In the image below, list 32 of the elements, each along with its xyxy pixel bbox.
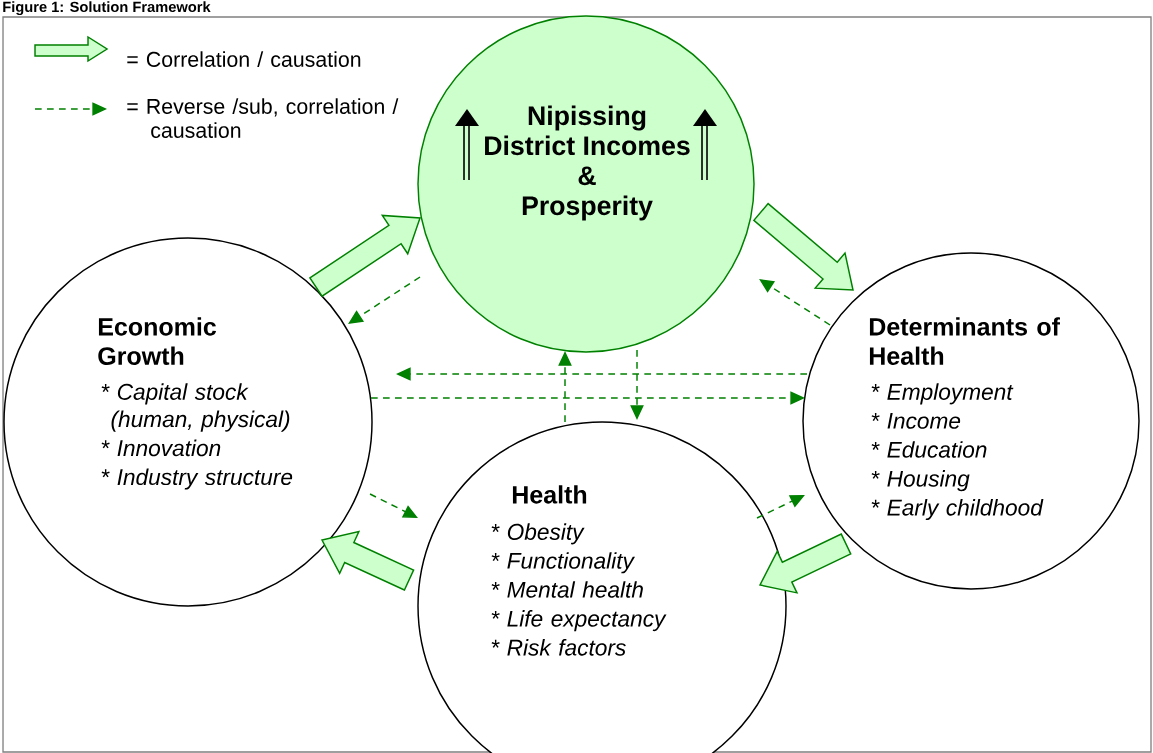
bullet-item: * Housing [871,470,970,492]
bullet-item: * Education [871,441,987,458]
circle-title: Nipissing District Incomes & Prosperity [485,105,690,221]
bullet-item: * Capital stock (human, physical) [101,383,290,432]
bullet-item: * Functionality [491,552,635,574]
up-arrow-symbol [455,109,479,181]
circle-title: Economic Growth [98,317,216,365]
legend-text: = Correlation / causation [127,51,361,67]
bullet-item: * Innovation [101,439,221,457]
circle-node [417,421,787,753]
bullet-item: * Employment [871,383,1014,405]
circle-title: Health [512,485,587,504]
up-arrow-symbol [693,109,717,181]
bullet-item: * Risk factors [491,639,626,656]
figure-title: Figure 1: Solution Framework [3,1,211,15]
dashed-arrow [348,276,421,324]
bullet-item: * Obesity [491,523,585,545]
block-arrow [758,533,852,594]
legend-text: = Reverse /sub, correlation / causation [127,98,399,138]
circle-node [417,15,755,353]
bullet-item: * Life expectancy [491,610,667,632]
dashed-arrow [759,279,831,326]
bullet-item: * Income [871,413,961,429]
block-arrow [320,530,415,591]
bullet-item: * Industry structure [101,468,293,490]
bullet-item: * Early childhood [871,499,1044,521]
circle-title: Determinants of Health [869,317,1060,365]
dashed-arrow [369,493,418,518]
dashed-arrow [756,495,805,519]
circle-node [802,252,1140,590]
bullet-item: * Mental health [491,581,643,598]
circle-node [3,237,373,607]
